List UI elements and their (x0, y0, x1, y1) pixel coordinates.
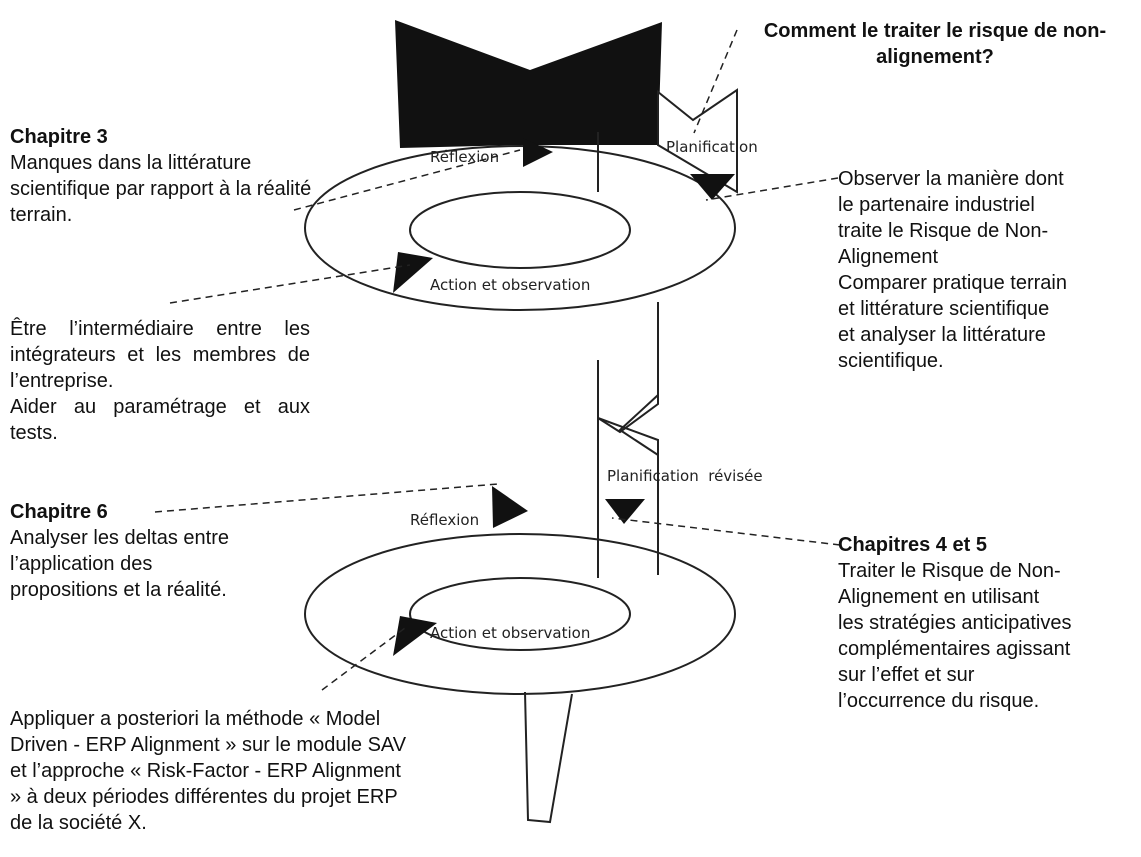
observer-line-2: le partenaire industriel (838, 194, 1035, 216)
chapitres45-line-5: sur l’effet et sur (838, 664, 975, 686)
middle-zigzag (597, 395, 659, 434)
intermediaire-text-2: Aider au paramétrage et aux tests. (10, 396, 310, 444)
observer-line-5: Comparer pratique terrain (838, 272, 1067, 294)
chapitres45-line-1: Traiter le Risque de Non- (838, 560, 1061, 582)
observer-line-4: Alignement (838, 246, 939, 268)
chapitre3-text: Manques dans la littérature scientifique… (10, 152, 312, 226)
observer-line-8: scientifique. (838, 350, 944, 372)
observer-line-6: et littérature scientifique (838, 298, 1050, 320)
chapitre3-heading: Chapitre 3 (10, 126, 108, 148)
chapitre6-block: Chapitre 6 Analyser les deltas entre l’a… (10, 499, 250, 603)
appliquer-text: Appliquer a posteriori la méthode « Mode… (10, 708, 407, 834)
label-planification: Planification (666, 138, 758, 156)
question-line-1: Comment le traiter le risque de non- (763, 20, 1107, 42)
chapitre6-text: Analyser les deltas entre l’application … (10, 527, 230, 601)
observer-line-3: traite le Risque de Non- (838, 220, 1049, 242)
chapitres45-line-2: Alignement en utilisant (838, 586, 1040, 608)
observer-block: Observer la manière dont le partenaire i… (838, 166, 1138, 374)
question-line-2: alignement? (876, 46, 994, 68)
question-title: Comment le traiter le risque de non- ali… (730, 18, 1140, 70)
label-planification-revisee: Planification révisée (607, 467, 763, 485)
middle-shaft (597, 302, 659, 570)
appliquer-block: Appliquer a posteriori la méthode « Mode… (10, 706, 410, 836)
chapitres45-line-3: les stratégies anticipatives (838, 612, 1072, 634)
leader-intermediaire (169, 264, 411, 304)
arrow-reflexion-1 (523, 138, 553, 167)
top-black-band (395, 20, 662, 148)
leader-chapitre3 (293, 149, 521, 211)
lower-ring-outer (304, 533, 736, 695)
upper-ring-outer (304, 145, 736, 311)
leader-chapitres45 (611, 517, 841, 546)
chapitres45-block: Chapitres 4 et 5 Traiter le Risque de No… (838, 532, 1138, 714)
arrow-action-2 (393, 616, 437, 656)
label-action-1: Action et observation (430, 276, 590, 294)
chapitres45-heading: Chapitres 4 et 5 (838, 534, 987, 556)
leader-chapitre6 (154, 483, 499, 513)
observer-line-7: et analyser la littérature (838, 324, 1046, 346)
intermediaire-block: Être l’intermédiaire entre les intégrate… (10, 316, 310, 446)
observer-line-1: Observer la manière dont (838, 168, 1064, 190)
leader-observer (705, 177, 839, 201)
chapitres45-line-4: complémentaires agissant (838, 638, 1071, 660)
chapitre6-heading: Chapitre 6 (10, 501, 108, 523)
arrow-action-1 (393, 252, 433, 293)
label-action-2: Action et observation (430, 624, 590, 642)
leader-question (693, 29, 738, 134)
arrow-planification (690, 174, 735, 200)
label-reflexion-1: Réflexion (430, 148, 499, 166)
arrow-planification-revisee (605, 499, 645, 524)
chapitres45-line-6: l’occurrence du risque. (838, 690, 1040, 712)
upper-ring-inner (409, 191, 631, 269)
arrow-reflexion-2 (492, 486, 528, 528)
lower-ring-inner (409, 577, 631, 651)
intermediaire-text-1: Être l’intermédiaire entre les intégrate… (10, 318, 310, 392)
label-reflexion-2: Réflexion (410, 511, 479, 529)
bottom-tail (524, 691, 573, 824)
chapitre3-block: Chapitre 3 Manques dans la littérature s… (10, 124, 330, 228)
leader-appliquer (321, 627, 406, 691)
